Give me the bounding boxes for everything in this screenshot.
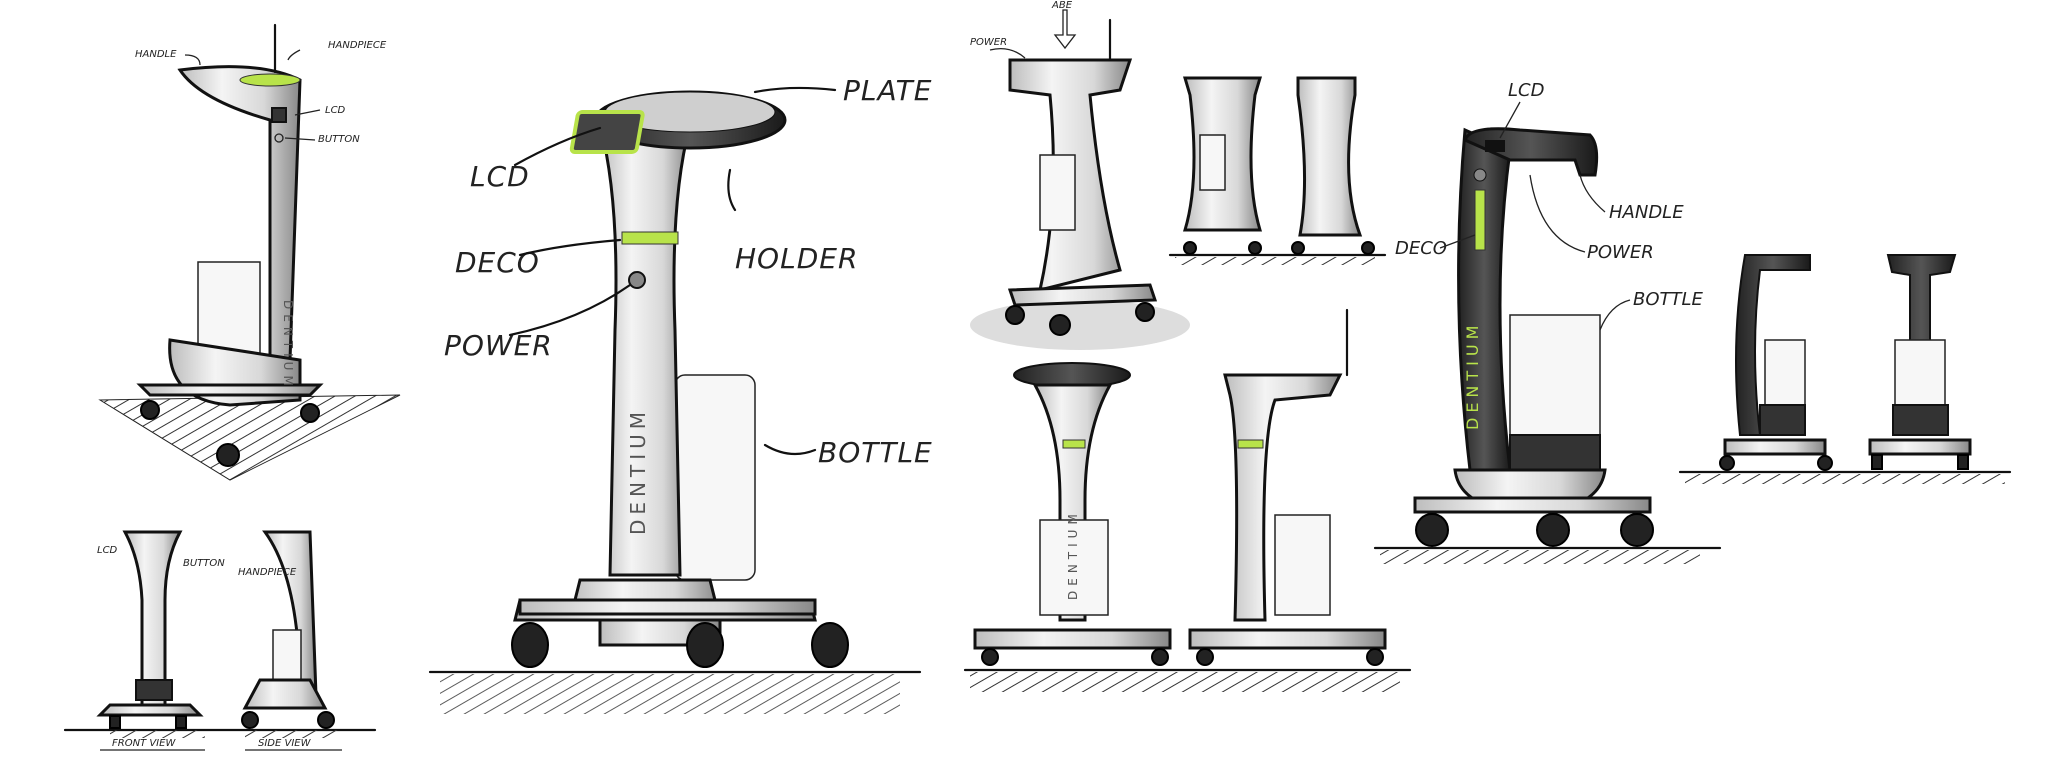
orthographic-sketch: LCD BUTTON HANDPIECE FRONT VIEW SIDE VIE… <box>63 530 377 751</box>
label-button: BUTTON <box>183 558 225 569</box>
front-side-concept-sketch: DENTIUM <box>963 308 1412 692</box>
power-button <box>628 271 646 289</box>
base-plate <box>136 383 324 397</box>
label-power: POWER <box>970 37 1007 48</box>
deco-strip <box>1474 189 1486 251</box>
brand-mark: DENTIUM <box>626 407 650 535</box>
label-power: POWER <box>1587 242 1654 263</box>
floor-hatch <box>440 674 900 714</box>
label-handle: HANDLE <box>135 49 177 60</box>
label-plate: PLATE <box>843 74 932 107</box>
label-front-view: FRONT VIEW <box>112 738 176 749</box>
label-bottle: BOTTLE <box>818 436 933 469</box>
label-abe: ABE <box>1051 0 1073 11</box>
label-handle: HANDLE <box>1609 202 1684 223</box>
label-lcd: LCD <box>325 105 346 116</box>
render-concept-sketch: ABE POWER <box>970 0 1387 350</box>
side-column <box>1223 373 1343 622</box>
label-lcd: LCD <box>97 545 118 556</box>
wheel <box>511 622 549 668</box>
front-column <box>1032 383 1113 622</box>
dark-concept-sketch: DENTIUM LCD HANDLE DECO POWER BOTTLE <box>1373 80 2012 564</box>
lcd-screen <box>271 107 287 123</box>
deco-ring <box>621 231 679 245</box>
perspective-sketch: DENTIUM HANDLE HANDPIECE LCD BUTTON <box>98 23 401 481</box>
label-handpiece: HANDPIECE <box>238 567 297 578</box>
bottle <box>1039 154 1076 231</box>
base <box>1413 496 1652 514</box>
label-lcd: LCD <box>1508 80 1544 101</box>
brand-mark: DENTIUM <box>281 300 295 391</box>
label-deco: DECO <box>1395 238 1447 259</box>
brand-mark: DENTIUM <box>1066 509 1080 600</box>
wheel <box>300 403 320 423</box>
label-power: POWER <box>444 329 553 362</box>
label-bottle: BOTTLE <box>1633 289 1704 310</box>
brand-mark: DENTIUM <box>1463 321 1482 430</box>
indicator-light <box>239 73 301 87</box>
lcd-screen <box>569 110 645 154</box>
bottle <box>674 374 756 581</box>
label-side-view: SIDE VIEW <box>258 738 312 749</box>
wheel <box>686 622 724 668</box>
label-handpiece: HANDPIECE <box>328 40 387 51</box>
wheel <box>811 622 849 668</box>
label-lcd: LCD <box>470 160 530 193</box>
button-icon <box>274 133 284 143</box>
main-concept-sketch: DENTIUM PLATE LCD HOLDER DECO POWER BOTT… <box>428 74 933 714</box>
wheel <box>140 400 160 420</box>
label-deco: DECO <box>455 246 540 279</box>
label-button: BUTTON <box>318 134 360 145</box>
label-holder: HOLDER <box>735 242 858 275</box>
wheel <box>216 443 240 467</box>
